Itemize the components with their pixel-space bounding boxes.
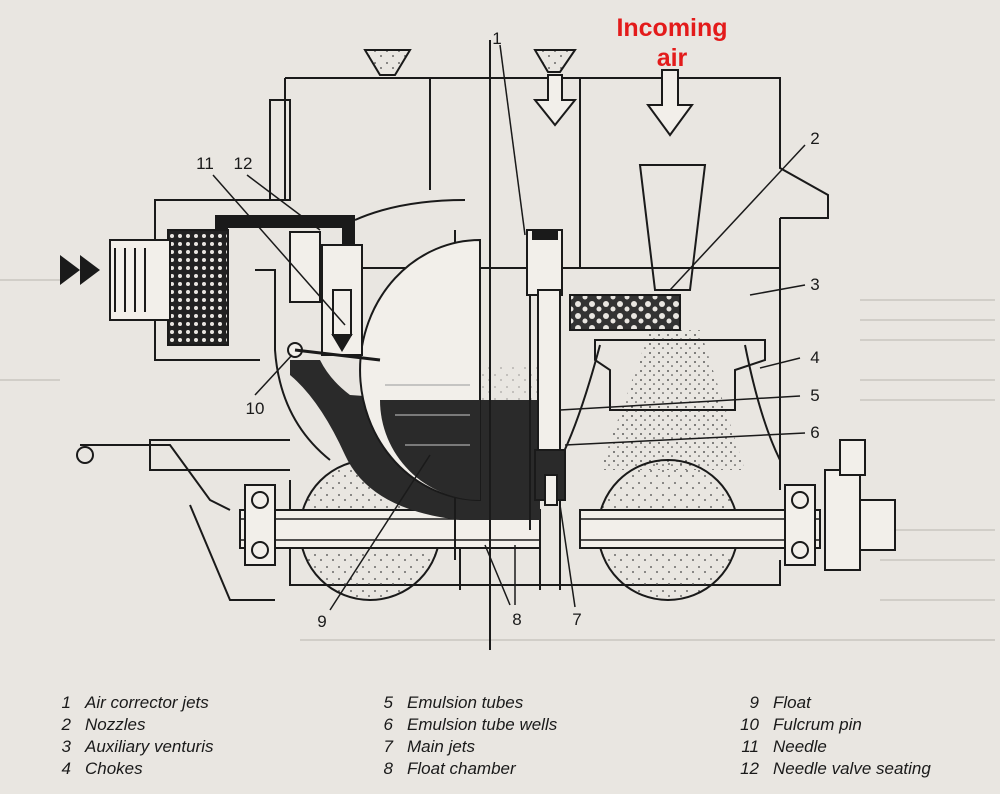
nozzle-bubbles: [569, 294, 681, 331]
callout-11: 11: [196, 154, 214, 173]
legend-column-1: 1 Air corrector jets 2 Nozzles 3 Auxiliary …: [62, 692, 214, 780]
legend-number: 10: [740, 715, 759, 734]
legend-item: 12 Needle valve seating: [740, 758, 931, 780]
legend-number: 7: [383, 737, 393, 756]
legend-item: 4 Chokes: [62, 758, 214, 780]
float-arm: [294, 348, 381, 362]
legend-label: Auxiliary venturis: [85, 737, 214, 756]
callout-9: 9: [317, 612, 326, 631]
legend-item: 7 Main jets: [384, 736, 557, 758]
incoming-air-line1: Incoming: [616, 14, 727, 42]
legend-number: 4: [61, 759, 71, 778]
air-arrow-1: [532, 74, 578, 127]
air-intakes: [363, 49, 577, 76]
legend-item: 5 Emulsion tubes: [384, 692, 557, 714]
fuel-inlet: [109, 229, 229, 346]
auxiliary-venturi: [594, 164, 766, 411]
callout-7: 7: [572, 610, 581, 629]
callout-10: 10: [246, 399, 265, 418]
legend-label: Nozzles: [85, 715, 146, 734]
legend-label: Air corrector jets: [85, 693, 209, 712]
spindle-bearings: [244, 484, 816, 566]
legend-item: 1 Air corrector jets: [62, 692, 214, 714]
legend-number: 2: [61, 715, 71, 734]
callout-4: 4: [810, 348, 819, 367]
legend-column-3: 9 Float 10 Fulcrum pin 11 Needle 12 Needle v…: [740, 692, 931, 780]
fuel-spray: [600, 330, 745, 470]
throttle-lever: [76, 444, 275, 601]
fuel-inlet-arrow: [60, 255, 100, 285]
callout-6: 6: [810, 423, 819, 442]
legend-label: Emulsion tube wells: [407, 715, 558, 734]
legend-number: 8: [383, 759, 393, 778]
legend-label: Fulcrum pin: [773, 715, 862, 734]
air-corrector-jet: [532, 230, 558, 240]
legend-number: 3: [61, 737, 71, 756]
callout-2: 2: [810, 129, 819, 148]
incoming-air-line2: air: [657, 44, 688, 72]
spindle-nut: [824, 439, 896, 571]
needle-valve: [289, 231, 363, 356]
legend-label: Main jets: [407, 737, 476, 756]
parts-legend: 1 Air corrector jets 2 Nozzles 3 Auxiliary …: [0, 692, 1000, 792]
legend-label: Float: [773, 693, 811, 712]
callout-5: 5: [810, 386, 819, 405]
legend-number: 9: [749, 693, 759, 712]
legend-number: 12: [740, 759, 759, 778]
legend-label: Float chamber: [407, 759, 516, 778]
legend-number: 11: [741, 737, 759, 756]
callout-8: 8: [512, 610, 521, 629]
legend-number: 1: [61, 693, 71, 712]
fuel-passage: [215, 215, 355, 290]
legend-label: Needle: [773, 737, 827, 756]
legend-number: 5: [383, 693, 393, 712]
legend-item: 6 Emulsion tube wells: [384, 714, 558, 736]
callout-12: 12: [234, 154, 253, 173]
background-texture: [0, 279, 995, 641]
air-arrow-2: [646, 69, 694, 137]
legend-item: 8 Float chamber: [384, 758, 557, 780]
legend-item: 3 Auxiliary venturis: [62, 736, 214, 758]
leader-lines: [212, 44, 806, 611]
legend-column-2: 5 Emulsion tubes 6 Emulsion tube wells 7 Ma…: [384, 692, 558, 780]
legend-item: 11 Needle: [741, 736, 931, 758]
legend-label: Chokes: [85, 759, 143, 778]
legend-item: 9 Float: [750, 692, 931, 714]
legend-item: 10 Fulcrum pin: [740, 714, 931, 736]
legend-item: 2 Nozzles: [62, 714, 214, 736]
legend-label: Emulsion tubes: [407, 693, 524, 712]
legend-number: 6: [383, 715, 393, 734]
throttle-spindle: [239, 509, 821, 549]
callout-1: 1: [492, 29, 501, 48]
legend-label: Needle valve seating: [773, 759, 931, 778]
emulsion-tube: [526, 229, 566, 506]
callout-3: 3: [810, 275, 819, 294]
